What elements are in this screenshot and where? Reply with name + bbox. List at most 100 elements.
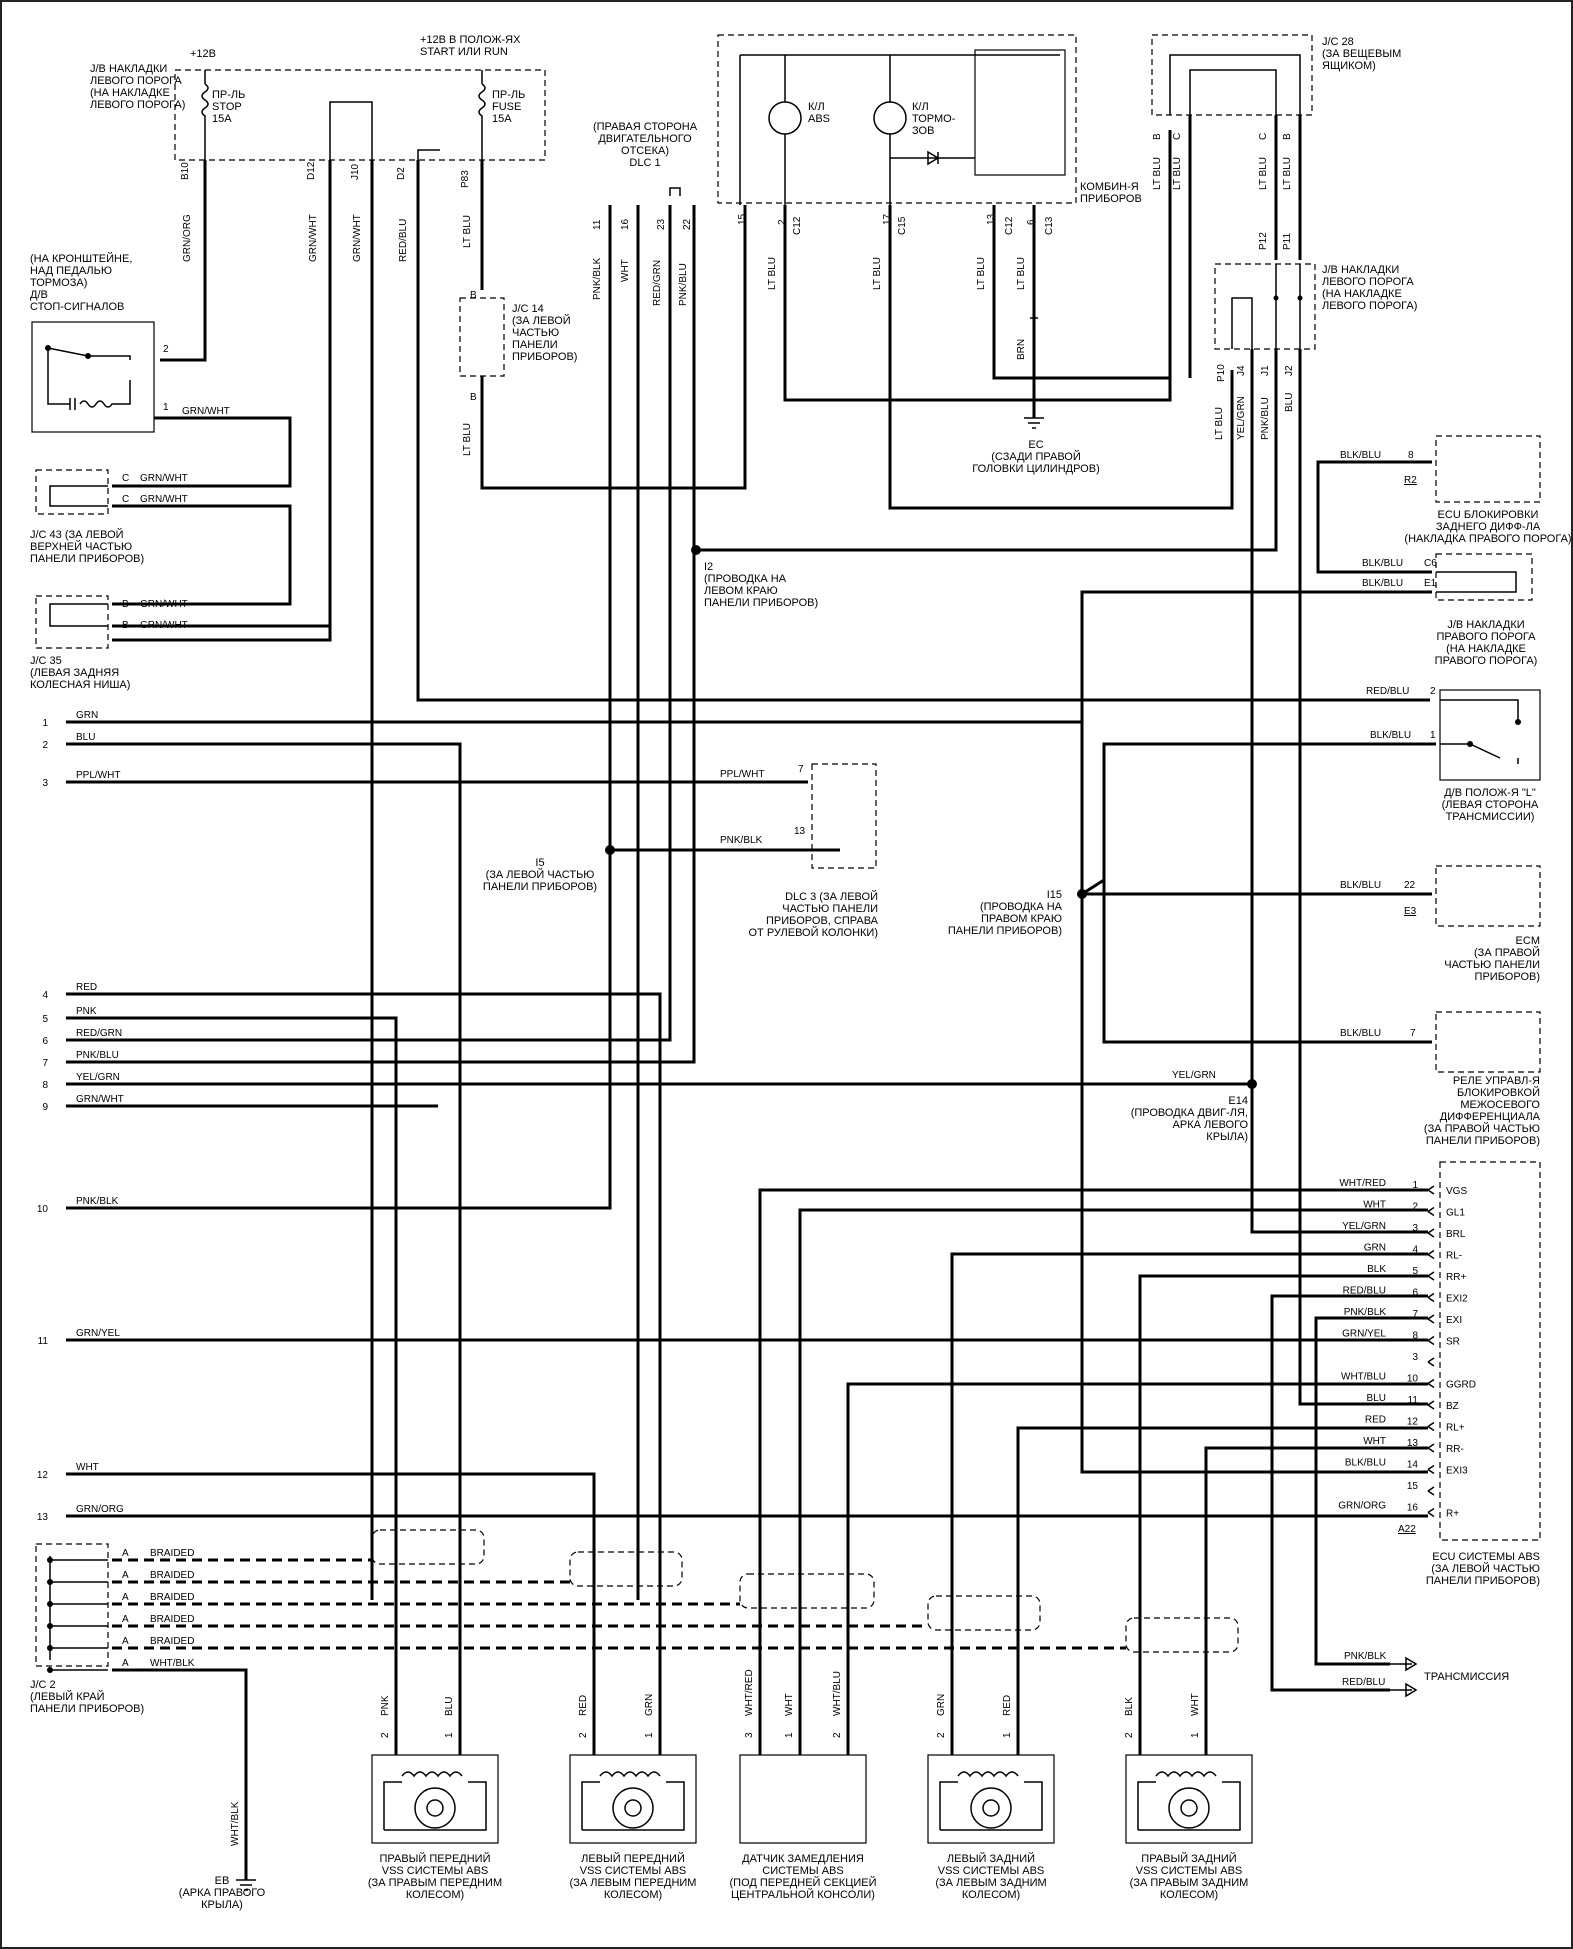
wire-label-blk-blu-3: BLK/BLU bbox=[1362, 578, 1403, 589]
abs-pin-wire: YEL/GRN bbox=[1342, 1221, 1386, 1232]
left-pin-wire: WHT bbox=[76, 1462, 99, 1473]
jc2-box bbox=[35, 1543, 109, 1667]
jc2-wire: BRAIDED bbox=[150, 1636, 194, 1647]
stop-switch-pin1: 1 bbox=[163, 402, 169, 413]
abs-pin-name: RL+ bbox=[1446, 1423, 1465, 1434]
abs-pin-name: RL- bbox=[1446, 1251, 1462, 1262]
abs-pin-number: 1 bbox=[1412, 1180, 1418, 1191]
sensor-wire: BLU bbox=[444, 1697, 455, 1716]
wire-label-pnk-blk-dlc3: PNK/BLK bbox=[720, 835, 763, 846]
stop-switch-box bbox=[31, 321, 155, 433]
abs-pin-wire: WHT/RED bbox=[1339, 1178, 1386, 1189]
sensor-pin: 2 bbox=[1124, 1732, 1135, 1738]
wire-label-yel-grn-1: YEL/GRN bbox=[1236, 396, 1247, 440]
left-pin-number: 12 bbox=[37, 1470, 49, 1481]
stop-switch-symbol bbox=[47, 347, 131, 410]
abs-pin-number: 15 bbox=[1407, 1481, 1419, 1492]
abs-pin-terminal bbox=[1427, 1486, 1435, 1496]
abs-pin-number: 13 bbox=[1407, 1438, 1419, 1449]
sensor-body bbox=[739, 1754, 867, 1844]
abs-pin-terminal bbox=[1427, 1464, 1435, 1475]
sensor-hub bbox=[1180, 1799, 1198, 1817]
sensor-coil bbox=[1155, 1771, 1217, 1778]
abs-pin-wire: RED bbox=[1365, 1415, 1386, 1426]
left-pin-wire: PNK/BLU bbox=[76, 1050, 119, 1061]
pin-d12: D12 bbox=[306, 161, 317, 180]
wire-label-blk-blu-1: BLK/BLU bbox=[1340, 450, 1381, 461]
abs-pin-name: SR bbox=[1446, 1337, 1460, 1348]
dlc1-pin23: 23 bbox=[656, 218, 667, 230]
pin-p11: P11 bbox=[1282, 233, 1293, 250]
abs-pin-name: RR+ bbox=[1446, 1272, 1466, 1283]
jb-internal-d2 bbox=[417, 149, 440, 160]
wire-label-grn-wht-2: GRN/WHT bbox=[352, 214, 363, 262]
relay-pin7: 7 bbox=[1410, 1028, 1416, 1039]
pin-p83: P83 bbox=[460, 170, 471, 188]
abs-pin-wire: RED/BLU bbox=[1343, 1286, 1386, 1297]
wire-red-blu-exi2 bbox=[1270, 1294, 1428, 1692]
sensor-body bbox=[371, 1754, 499, 1844]
wire-label-lt-blu-6: LT BLU bbox=[1016, 257, 1027, 290]
ground-ec bbox=[1024, 417, 1044, 429]
splice-i2 bbox=[691, 545, 701, 555]
wire-wht-gl1 bbox=[798, 1208, 1428, 1745]
abs-pin-terminal bbox=[1427, 1206, 1435, 1217]
abs-pin-wire: BLU bbox=[1367, 1393, 1386, 1404]
l-switch-pin2: 2 bbox=[1430, 686, 1436, 697]
jc2-pin: A bbox=[122, 1658, 129, 1669]
wire-label-ppl-wht-dlc3: PPL/WHT bbox=[720, 769, 764, 780]
abs-pin-wire: GRN bbox=[1364, 1243, 1386, 1254]
abs-pin-number: 5 bbox=[1412, 1266, 1418, 1277]
sensor-coil bbox=[957, 1771, 1019, 1778]
wire-blk-blu-i15 bbox=[1081, 878, 1432, 1044]
abs-pin-terminal bbox=[1427, 1335, 1435, 1346]
wire-label-lt-blu-9: LT BLU bbox=[1258, 157, 1269, 190]
left-pin-number: 1 bbox=[42, 718, 48, 729]
abs-pin-name: GGRD bbox=[1446, 1380, 1476, 1391]
abs-pin-terminal bbox=[1427, 1292, 1435, 1303]
jc28-pin-b1: B bbox=[1152, 133, 1163, 140]
wire-grn-wht-stop-out bbox=[112, 416, 292, 488]
fuse-fuse bbox=[478, 70, 486, 160]
abs-pin-terminal bbox=[1427, 1378, 1435, 1389]
pin-j2: J2 bbox=[1284, 365, 1295, 376]
sensor-wire: WHT/RED bbox=[744, 1669, 755, 1716]
jc43-link bbox=[49, 485, 108, 507]
combi-c12a: C12 bbox=[792, 216, 803, 235]
left-pin-number: 6 bbox=[42, 1036, 48, 1047]
sensor-core bbox=[1137, 1781, 1241, 1831]
wire-yel-grn-j4 bbox=[1250, 349, 1428, 1234]
jc43-pin-c1: C bbox=[122, 473, 129, 484]
pin-e1: E1 bbox=[1424, 578, 1437, 589]
brake-lamp bbox=[873, 101, 907, 135]
combi-c13: C13 bbox=[1044, 216, 1055, 235]
wire-red-rl-plus bbox=[1016, 1426, 1428, 1745]
stop-switch-pivot bbox=[45, 345, 51, 351]
jb-right-sill-box bbox=[1435, 553, 1533, 601]
left-pin-number: 8 bbox=[42, 1080, 48, 1091]
left-pin-wire: GRN/YEL bbox=[76, 1328, 120, 1339]
sensor-core bbox=[939, 1781, 1043, 1831]
l-switch-pivot bbox=[1467, 741, 1473, 747]
ecu-abs-conn: A22 bbox=[1398, 1524, 1416, 1535]
jc2-wire: BRAIDED bbox=[150, 1570, 194, 1581]
sensor-hub bbox=[982, 1799, 1000, 1817]
wire-label-grn-wht-5: GRN/WHT bbox=[140, 494, 188, 505]
shield-sleeve-rr bbox=[1125, 1617, 1239, 1653]
abs-pin-terminal bbox=[1427, 1421, 1435, 1432]
combi-pin15: 15 bbox=[737, 213, 748, 225]
wire-label-lt-blu-5: LT BLU bbox=[976, 257, 987, 290]
